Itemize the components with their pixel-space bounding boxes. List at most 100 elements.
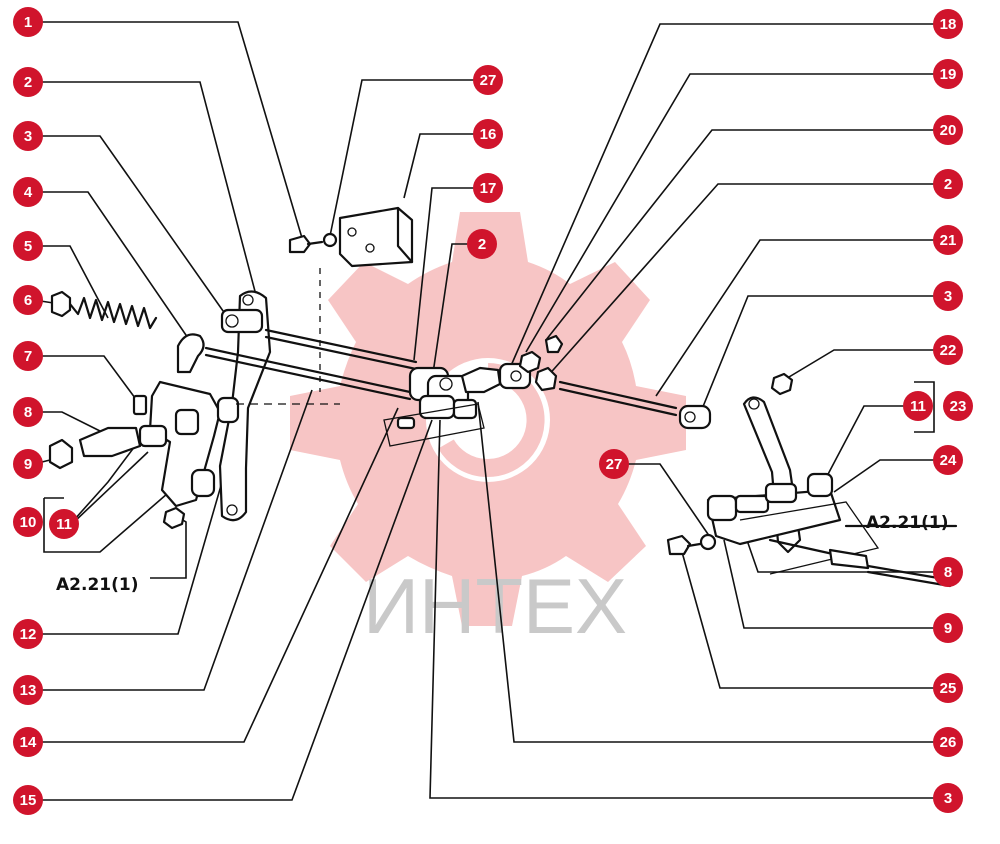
callout-circle [933, 281, 963, 311]
callout-circle [473, 119, 503, 149]
callout-badge[interactable]: 11 [49, 509, 79, 539]
callout-circle [933, 613, 963, 643]
callout-badge[interactable]: 21 [933, 225, 963, 255]
callout-badge[interactable]: 23 [943, 391, 973, 421]
callout-circle [933, 727, 963, 757]
callout-badge[interactable]: 3 [13, 121, 43, 151]
callout-badge[interactable]: 27 [599, 449, 629, 479]
callout-badge[interactable]: 1 [13, 7, 43, 37]
callout-circle [13, 7, 43, 37]
callout-badge[interactable]: 4 [13, 177, 43, 207]
callout-label: 24 [940, 452, 957, 469]
callout-label: 13 [20, 682, 37, 699]
callout-circle [13, 619, 43, 649]
callout-badge[interactable]: 19 [933, 59, 963, 89]
callout-badge[interactable]: 22 [933, 335, 963, 365]
callout-circle [933, 783, 963, 813]
callout-label: 17 [480, 180, 497, 197]
callout-badge[interactable]: 15 [13, 785, 43, 815]
center-joint-assembly [383, 366, 502, 447]
callout-badge[interactable]: 2 [933, 169, 963, 199]
callout-badge[interactable]: 13 [13, 675, 43, 705]
callout-circle [933, 9, 963, 39]
callout-badges: 1 2 3 4 5 6 7 8 9 10 11 12 13 14 15 27 1… [13, 7, 973, 815]
callout-badge[interactable]: 12 [13, 619, 43, 649]
callout-circle [473, 173, 503, 203]
callout-circle [933, 335, 963, 365]
callout-circle [13, 285, 43, 315]
callout-label: 12 [20, 626, 37, 643]
bracket-16 [288, 206, 414, 268]
callout-circle [903, 391, 933, 421]
callout-label: 5 [24, 238, 32, 255]
callout-circle [933, 557, 963, 587]
callout-label: 7 [24, 348, 32, 365]
callout-badge[interactable]: 10 [13, 507, 43, 537]
callout-label: 2 [478, 236, 486, 253]
callout-badge[interactable]: 2 [467, 229, 497, 259]
callout-label: 16 [480, 126, 497, 143]
callout-circle [13, 785, 43, 815]
callout-label: 8 [24, 404, 32, 421]
callout-badge[interactable]: 24 [933, 445, 963, 475]
callout-circle [13, 727, 43, 757]
callout-label: 8 [944, 564, 952, 581]
callout-label: 6 [24, 292, 32, 309]
callout-badge[interactable]: 18 [933, 9, 963, 39]
callout-circle [933, 59, 963, 89]
callout-label: 21 [940, 232, 957, 249]
right-lever-assembly [666, 372, 958, 588]
callout-circle [933, 445, 963, 475]
callout-badge[interactable]: 17 [473, 173, 503, 203]
callout-badge[interactable]: 11 [903, 391, 933, 421]
callout-label: 11 [56, 516, 72, 533]
watermark: ИНТЕХ [290, 212, 686, 650]
callout-label: 20 [940, 122, 957, 139]
callout-circle [13, 177, 43, 207]
callout-label: 19 [940, 66, 957, 83]
callout-badge[interactable]: 14 [13, 727, 43, 757]
callout-circle [933, 169, 963, 199]
callout-circle [13, 449, 43, 479]
callout-badge[interactable]: 5 [13, 231, 43, 261]
callout-badge[interactable]: 26 [933, 727, 963, 757]
callout-circle [933, 673, 963, 703]
callout-badge[interactable]: 6 [13, 285, 43, 315]
callout-label: 10 [20, 514, 37, 531]
callout-label: 2 [944, 176, 952, 193]
callout-circle [13, 507, 43, 537]
callout-label: 18 [940, 16, 957, 33]
callout-circle [13, 121, 43, 151]
callout-badge[interactable]: 9 [13, 449, 43, 479]
callout-badge[interactable]: 9 [933, 613, 963, 643]
callout-badge[interactable]: 20 [933, 115, 963, 145]
callout-badge[interactable]: 16 [473, 119, 503, 149]
left-lever-assembly [48, 290, 272, 530]
callout-badge[interactable]: 2 [13, 67, 43, 97]
leader-lines [33, 21, 942, 801]
callout-circle [473, 65, 503, 95]
callout-badge[interactable]: 25 [933, 673, 963, 703]
callout-circle [943, 391, 973, 421]
callout-badge[interactable]: 27 [473, 65, 503, 95]
callout-badge[interactable]: 3 [933, 783, 963, 813]
callout-badge[interactable]: 8 [933, 557, 963, 587]
callout-label: 3 [944, 288, 952, 305]
callout-label: 26 [940, 734, 957, 751]
callout-circle [933, 115, 963, 145]
callout-label: 9 [24, 456, 32, 473]
callout-circle [13, 231, 43, 261]
callout-badge[interactable]: 3 [933, 281, 963, 311]
callout-label: 25 [940, 680, 957, 697]
callout-label: 1 [24, 14, 32, 31]
reference-label-right: A2.21(1) [866, 513, 948, 533]
watermark-text: ИНТЕХ [363, 562, 627, 650]
callout-badge[interactable]: 8 [13, 397, 43, 427]
callout-circle [13, 341, 43, 371]
right-rod-end-parts [498, 334, 712, 430]
callout-badge[interactable]: 7 [13, 341, 43, 371]
callout-label: 27 [606, 456, 623, 473]
callout-label: 2 [24, 74, 32, 91]
callout-circle [13, 67, 43, 97]
